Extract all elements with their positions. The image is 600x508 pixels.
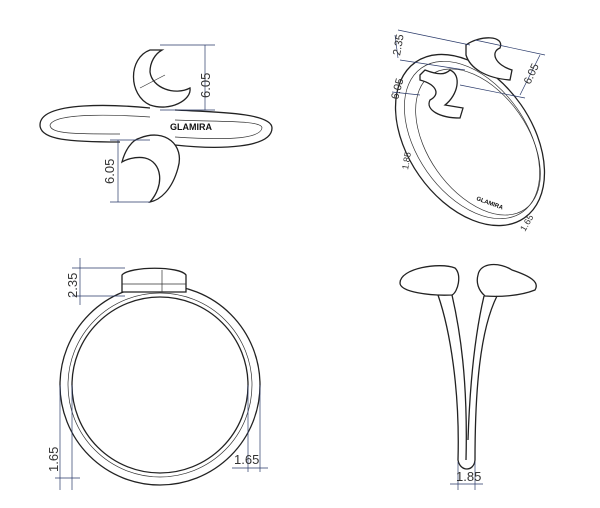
band-inner: [49, 114, 263, 139]
front-head: [121, 267, 187, 293]
dim-upper-crescent: 6.05: [198, 73, 213, 98]
side-head-right: [476, 263, 537, 297]
engraving-text: GLAMIRA: [170, 122, 212, 132]
iso-dim-width-b: 6.05: [389, 77, 406, 101]
iso-dim-height: 2.35: [391, 33, 407, 56]
side-dim-bottom: 1.85: [456, 469, 481, 484]
crescent-lower: [120, 134, 181, 204]
iso-dim-width-a: 6.05: [522, 62, 542, 86]
front-dim-right: 1.65: [234, 452, 259, 467]
isometric-view: GLAMIRA 2.35 6.05 6.05 1.85 1.65: [389, 29, 546, 233]
front-dim-left: 1.65: [46, 447, 61, 472]
side-view: 1.85: [399, 263, 537, 490]
iso-crescent-front: [419, 69, 464, 119]
front-dim-height: 2.35: [65, 273, 80, 298]
band-outline: [39, 104, 273, 148]
iso-dim-band-bottom: 1.65: [518, 213, 535, 233]
crescent-upper: [132, 49, 191, 108]
iso-engraving: GLAMIRA: [475, 196, 504, 211]
iso-crescent-back: [465, 37, 513, 81]
iso-dim-band-side: 1.85: [400, 151, 413, 170]
dim-lower-crescent: 6.05: [102, 159, 117, 184]
top-view: GLAMIRA 6.05 6.05: [39, 44, 273, 204]
front-view: 2.35 1.65 1.65: [46, 258, 268, 490]
side-head-left: [399, 265, 460, 296]
